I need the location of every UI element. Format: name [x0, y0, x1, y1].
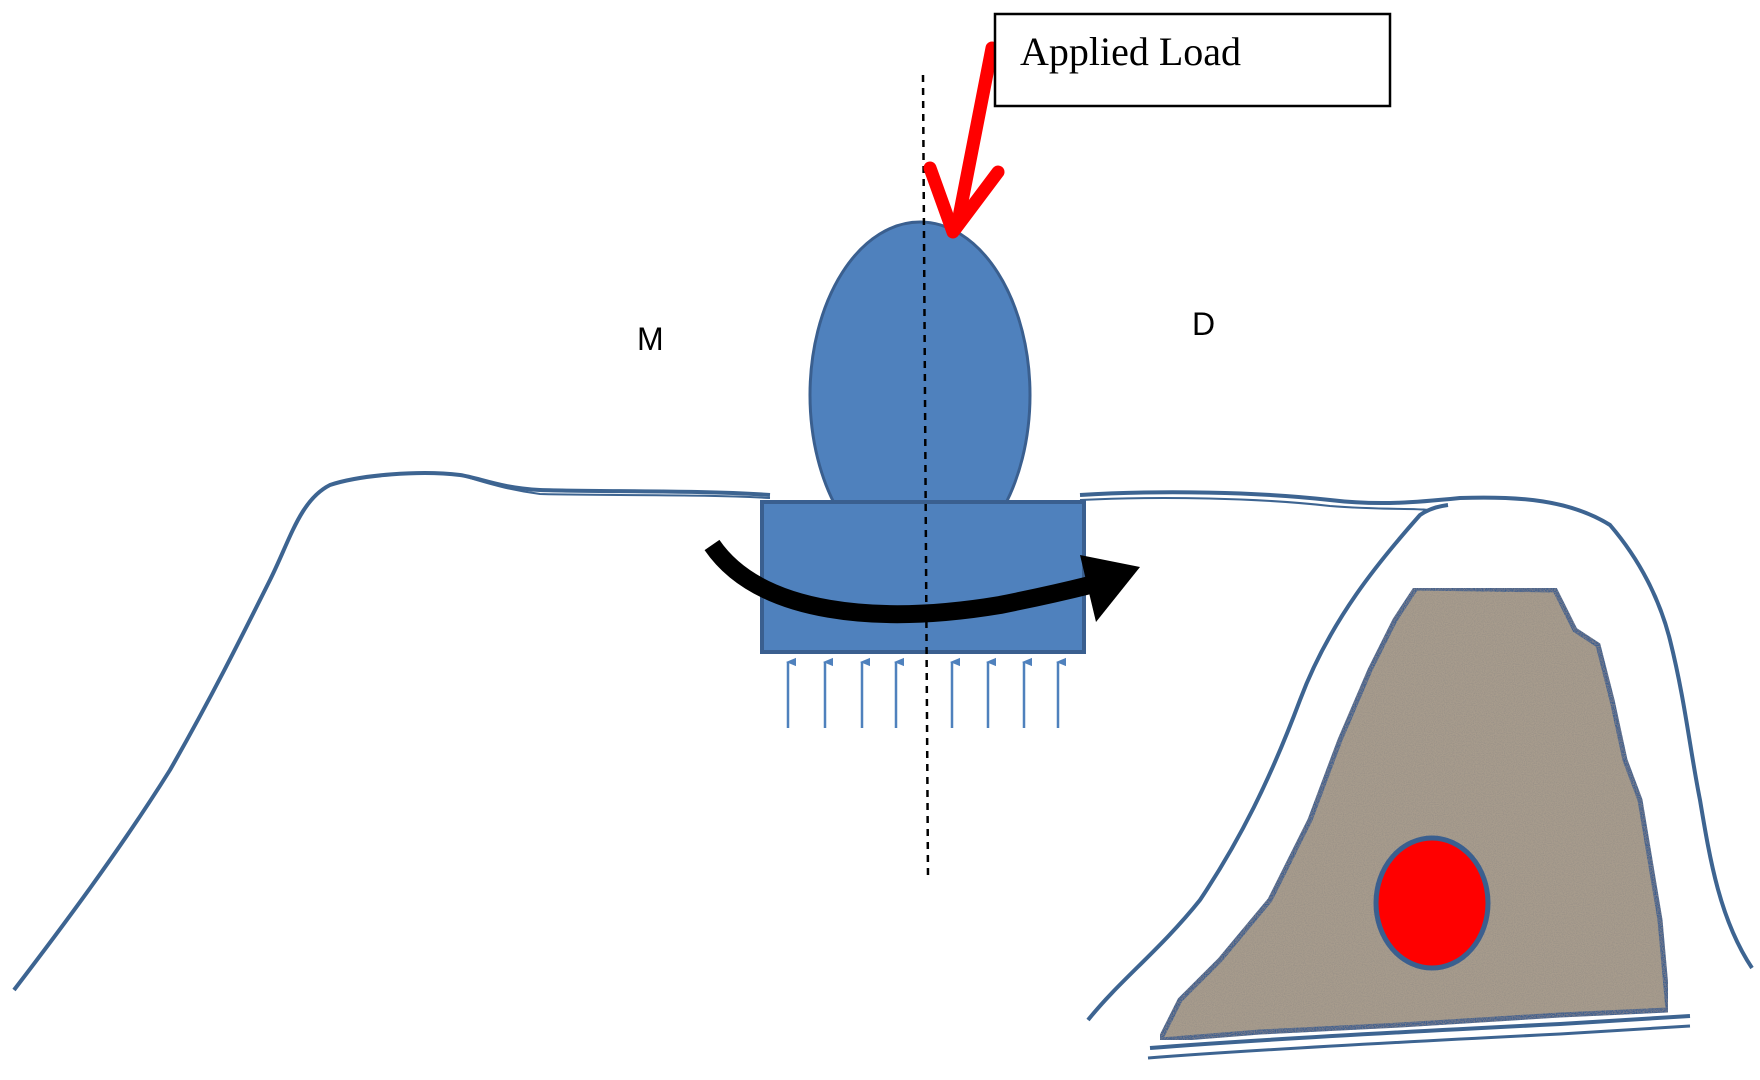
graft-base-line-double	[1147, 1024, 1691, 1060]
graft-base-line	[1149, 1014, 1691, 1050]
mesial-label: M	[637, 321, 664, 357]
lesion-circle	[1373, 835, 1491, 971]
right-ridge-outline-double	[1079, 497, 1431, 511]
implant-base-block	[760, 500, 1086, 654]
reaction-arrows-group	[788, 662, 1058, 728]
moment-arrowhead-icon	[1080, 555, 1140, 622]
distal-label: D	[1192, 306, 1215, 342]
bone-graft-area	[1155, 585, 1671, 1043]
left-ridge-outline	[12, 471, 771, 992]
applied-load-arrow-icon	[951, 41, 999, 229]
right-ridge-outline	[1079, 490, 1754, 970]
moment-arrow-icon	[704, 539, 1093, 624]
applied-load-arrowhead-icon	[923, 161, 1005, 239]
long-axis-line	[921, 74, 930, 879]
applied-load-label: Applied Load	[1020, 29, 1241, 74]
applied-load-label-box	[993, 12, 1392, 108]
defect-wall-outline	[1086, 503, 1449, 1022]
left-ridge-outline-double	[469, 477, 771, 499]
